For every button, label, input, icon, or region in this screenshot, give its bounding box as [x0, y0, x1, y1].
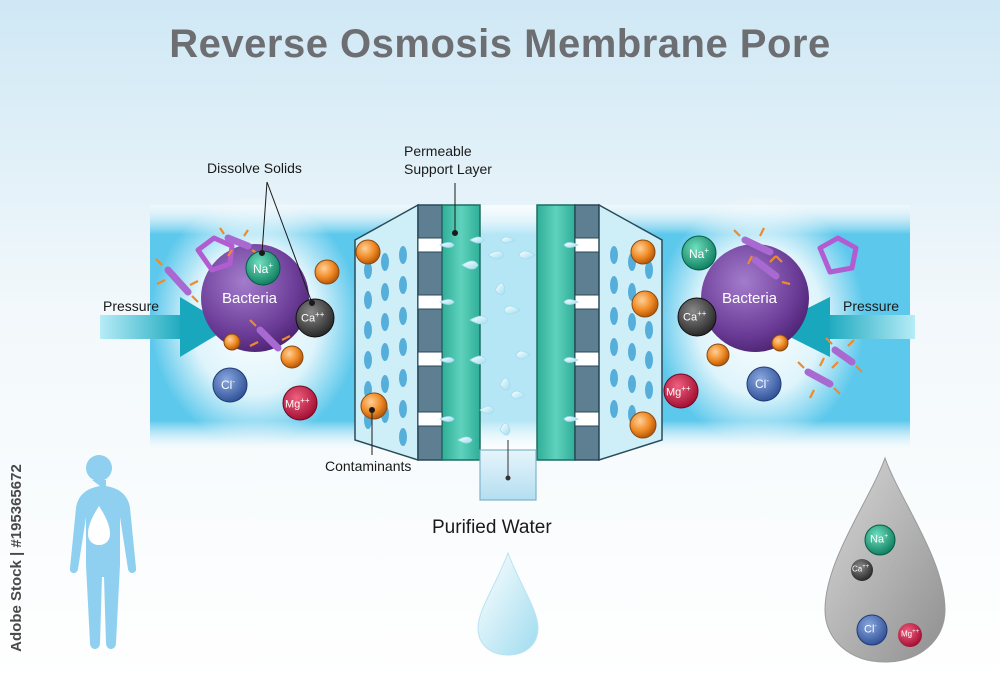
ion-cl-drop: Cl-	[864, 623, 877, 636]
label-pressure-right: Pressure	[843, 298, 900, 314]
ion-cl-right: Cl-	[755, 376, 770, 391]
purified-water-drop	[477, 551, 539, 656]
ion-mg-right: Mg++	[666, 384, 691, 399]
left-bacteria-cell	[201, 244, 309, 352]
ion-na-drop: Na+	[870, 533, 889, 546]
label-permeable: Permeable	[404, 143, 472, 159]
label-dissolve-solids: Dissolve Solids	[207, 160, 302, 176]
ion-ca-left: Ca++	[301, 310, 325, 325]
water-droplets	[439, 236, 579, 444]
ion-ca-drop: Ca++	[852, 564, 870, 574]
diagram-title: Reverse Osmosis Membrane Pore	[169, 22, 831, 66]
label-contaminants: Contaminants	[325, 458, 412, 474]
label-bacteria-left: Bacteria	[222, 290, 278, 307]
ion-na-right: Na+	[689, 246, 710, 261]
rod-molecules	[164, 234, 870, 610]
ion-mg-left: Mg++	[285, 396, 310, 411]
label-pressure-left: Pressure	[103, 298, 160, 314]
contaminated-drop	[824, 456, 946, 663]
stock-watermark-side: Adobe Stock | #195365672	[8, 464, 25, 652]
right-bacteria-cell	[701, 244, 809, 352]
leader-lines	[259, 181, 458, 455]
ion-mg-drop: Mg++	[901, 629, 920, 639]
ion-particles	[212, 235, 782, 421]
ion-cl-left: Cl-	[221, 377, 236, 392]
purified-water-collector	[479, 440, 537, 501]
pressure-arrow-left	[100, 297, 230, 357]
human-silhouette	[69, 455, 137, 649]
ion-ca-right: Ca++	[683, 309, 707, 324]
ion-na-left: Na+	[253, 261, 274, 276]
label-purified-water: Purified Water	[432, 517, 552, 538]
label-bacteria-right: Bacteria	[722, 290, 778, 307]
label-support-layer: Support Layer	[404, 161, 492, 177]
